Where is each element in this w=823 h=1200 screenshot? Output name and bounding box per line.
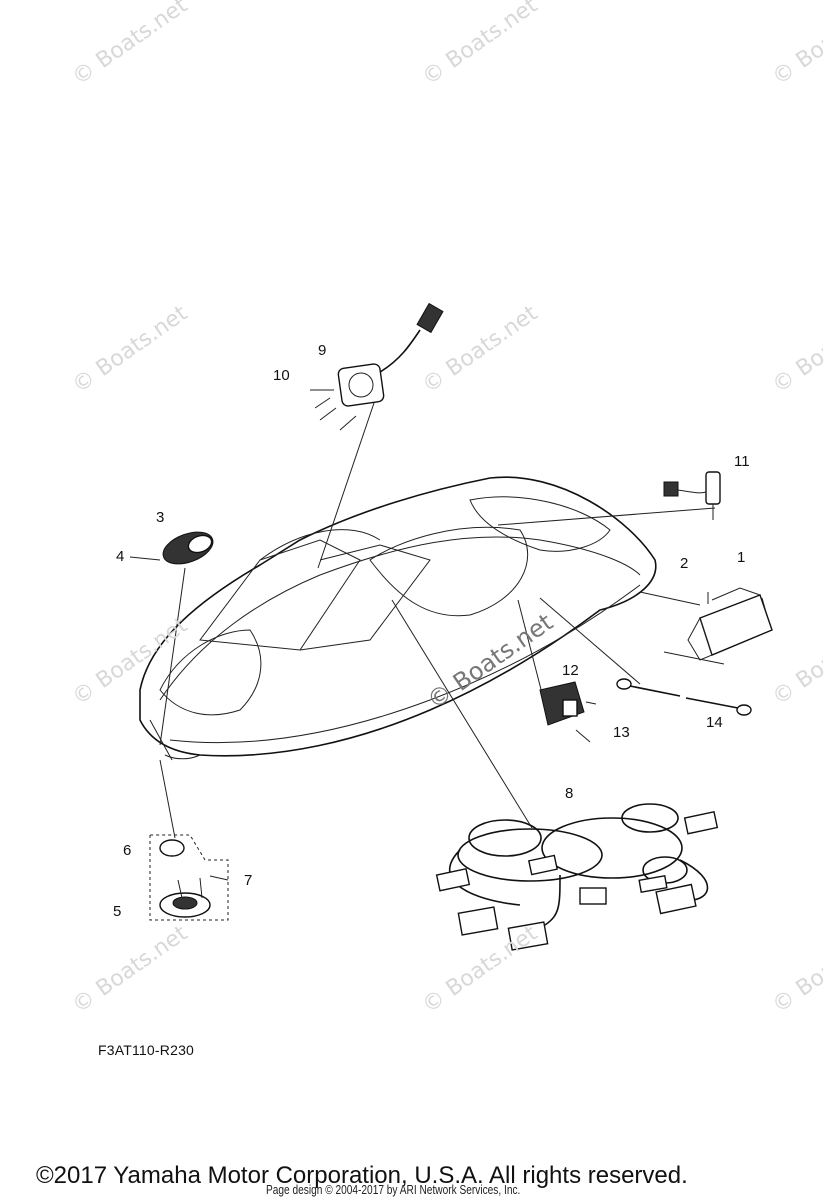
callout-8[interactable]: 8 bbox=[565, 785, 574, 802]
stern-light bbox=[159, 839, 229, 918]
callout-2[interactable]: 2 bbox=[680, 555, 689, 572]
junction-box bbox=[539, 681, 597, 743]
callout-11[interactable]: 11 bbox=[734, 453, 750, 470]
callout-3[interactable]: 3 bbox=[156, 509, 165, 526]
callout-1[interactable]: 1 bbox=[737, 549, 746, 566]
callout-6[interactable]: 6 bbox=[123, 842, 132, 859]
light-assembly bbox=[129, 531, 214, 565]
callout-12[interactable]: 12 bbox=[562, 662, 579, 679]
leader-lines bbox=[149, 399, 716, 921]
callout-14[interactable]: 14 bbox=[706, 714, 723, 731]
callout-9[interactable]: 9 bbox=[318, 342, 327, 359]
callout-13[interactable]: 13 bbox=[613, 724, 630, 741]
battery-cable bbox=[616, 678, 752, 716]
callout-5[interactable]: 5 bbox=[113, 903, 122, 920]
wiring-harness bbox=[435, 803, 719, 951]
callout-4[interactable]: 4 bbox=[116, 548, 125, 565]
page-design-credit: Page design © 2004-2017 by ARI Network S… bbox=[266, 1182, 521, 1197]
gauge-assembly bbox=[310, 302, 444, 431]
sensor-assembly bbox=[663, 471, 721, 520]
boat-hull bbox=[139, 476, 657, 761]
part-code: F3AT110-R230 bbox=[98, 1042, 195, 1058]
copyright-notice: ©2017 Yamaha Motor Corporation, U.S.A. A… bbox=[36, 1162, 688, 1189]
callout-7[interactable]: 7 bbox=[244, 872, 253, 889]
callout-10[interactable]: 10 bbox=[273, 367, 290, 384]
bracket-assembly bbox=[663, 587, 773, 665]
